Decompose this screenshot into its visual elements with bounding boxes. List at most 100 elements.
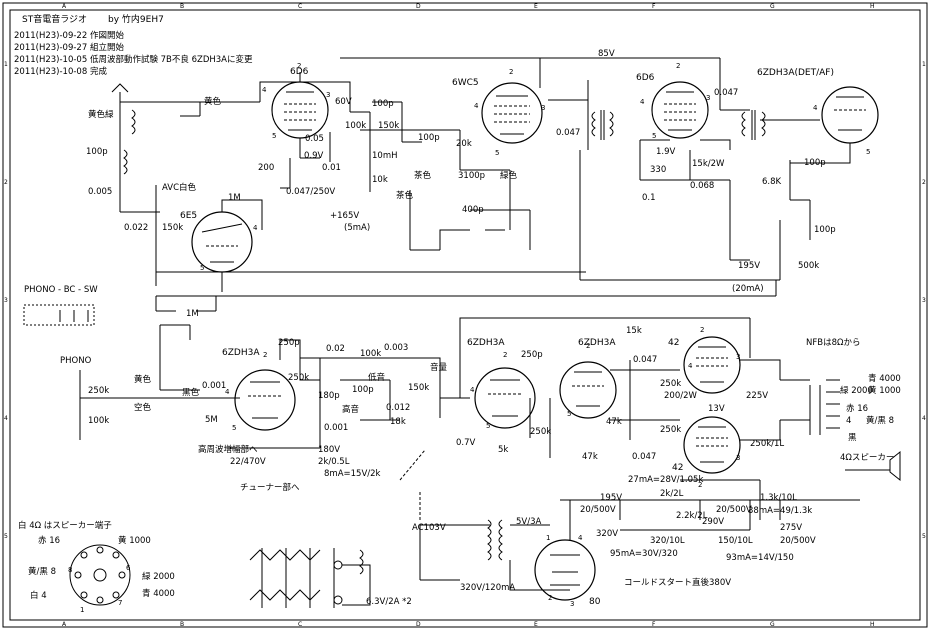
frame-row-3: 3 <box>4 297 8 304</box>
history-line: 2011(H23)-10-08 完成 <box>14 66 107 77</box>
svg-text:3: 3 <box>541 104 545 112</box>
resistor-label: 1M <box>186 309 199 319</box>
history-line: 2011(H23)-09-22 作図開始 <box>14 30 124 41</box>
resistor-label: 500k <box>798 261 819 271</box>
capacitor-label: 0.005 <box>88 187 112 197</box>
output-tap-label: 青 4000 <box>868 373 901 384</box>
tube-label: 6D6 <box>636 73 655 83</box>
svg-text:3: 3 <box>736 353 740 361</box>
resistor-label: 20k <box>456 139 472 149</box>
capacitor-label: 100p <box>418 133 440 143</box>
frame-col-b-bottom: B <box>180 621 184 628</box>
frame-col-d-bottom: D <box>416 621 421 628</box>
capacitor-label: 20/500V <box>580 505 616 515</box>
resistor-label: 2k/0.5L <box>318 457 350 467</box>
svg-text:2: 2 <box>548 594 552 602</box>
capacitor-label: 100p <box>86 147 108 157</box>
transformer-tap-label: 5V/3A <box>516 517 541 527</box>
svg-text:4: 4 <box>578 534 583 542</box>
voltage-label: 290V <box>702 517 724 527</box>
svg-text:4: 4 <box>470 386 475 394</box>
capacitor-label: 400p <box>462 205 484 215</box>
resistor-label: 250k <box>530 427 551 437</box>
terminal-label: 白 4 <box>30 590 47 601</box>
resistor-label: 250k/1L <box>750 439 784 449</box>
wire-color-label: 黄色 <box>204 96 222 107</box>
cold-start-note: コールドスタート直後380V <box>624 577 731 588</box>
terminal-label: 緑 2000 <box>142 571 175 582</box>
svg-text:3: 3 <box>736 454 740 462</box>
resistor-label: 15k/2W <box>692 159 725 169</box>
tube-label: 6ZDH3A <box>467 338 505 348</box>
title-block: ST音電音ラジオ by 竹内9EH7 2011(H23)-09-22 作図開始 … <box>14 13 253 77</box>
capacitor-label: 3100p <box>458 171 485 181</box>
terminal-label: 黄/黒 8 <box>28 566 56 577</box>
frame-row-5: 5 <box>4 533 8 540</box>
resistor-label: 330 <box>650 165 666 175</box>
current-label: 38mA=49/1.3k <box>748 506 812 516</box>
capacitor-label: 0.047 <box>632 452 656 462</box>
transformer-tap-label: 320V/120mA <box>460 583 515 593</box>
resistor-label: 100k <box>88 416 109 426</box>
tube-6wc5: 6WC5 <box>452 78 543 144</box>
frame-row-2: 2 <box>4 179 8 186</box>
svg-text:2: 2 <box>586 342 590 350</box>
svg-text:4: 4 <box>640 98 645 106</box>
tone-treble-label: 高音 <box>342 404 360 415</box>
tube-6zdh3a-det: 6ZDH3A(DET/AF) <box>757 68 879 144</box>
wiring <box>23 57 901 608</box>
wire-color-label: 緑色 <box>500 170 518 181</box>
resistor-label: 10k <box>372 175 388 185</box>
svg-text:5: 5 <box>866 148 870 156</box>
capacitor-label: 0.003 <box>384 343 408 353</box>
svg-text:5: 5 <box>567 410 571 418</box>
current-label: 93mA=14V/150 <box>726 553 794 563</box>
frame-row-2-right: 2 <box>922 179 926 186</box>
frame-col-g-bottom: G <box>770 621 775 628</box>
frame-row-5-right: 5 <box>922 533 926 540</box>
resistor-label: 320/10L <box>650 536 685 546</box>
frame-col-g: G <box>770 3 775 10</box>
frame-col-b: B <box>180 3 184 10</box>
capacitor-label: 0.1 <box>642 193 656 203</box>
volume-label: 音量 <box>430 362 448 373</box>
resistor-label: 250k <box>88 386 109 396</box>
voltage-label: +165V <box>330 211 359 221</box>
resistor-label: 18k <box>390 417 406 427</box>
schematic-title: ST音電音ラジオ <box>22 13 87 25</box>
terminal-label: 黄 1000 <box>118 535 151 546</box>
resistor-label: 150k <box>162 223 183 233</box>
resistor-label: 15k <box>626 326 642 336</box>
speaker-label: 4Ωスピーカー <box>840 453 894 463</box>
phono-input-label: PHONO <box>60 356 92 366</box>
voltage-label: 0.9V <box>304 151 324 161</box>
capacitor-label: 20/500V <box>716 505 752 515</box>
svg-text:2: 2 <box>297 62 301 70</box>
frame-col-c: C <box>298 3 302 10</box>
frame-col-f: F <box>652 3 656 10</box>
tube-label: 6WC5 <box>452 78 479 88</box>
tube-label: 42 <box>668 338 679 348</box>
wire-color-label: 茶色 <box>396 190 414 201</box>
history-line: 2011(H23)-10-05 低周波部動作試験 7B不良 6ZDH3Aに変更 <box>14 54 253 65</box>
current-label: 27mA=28V/1.05k <box>628 475 703 485</box>
svg-text:5: 5 <box>486 422 490 430</box>
svg-text:3: 3 <box>326 91 330 99</box>
svg-text:4: 4 <box>688 362 693 370</box>
tube-80-rectifier: 80 <box>534 539 601 607</box>
capacitor-label: 0.047 <box>714 88 738 98</box>
tube-label: 6ZDH3A <box>578 338 616 348</box>
output-tap-label: 赤 16 <box>846 404 868 414</box>
tube-6zdh3a-pi: 6ZDH3A <box>559 338 617 419</box>
svg-text:1: 1 <box>546 534 550 542</box>
mains-label: AC103V <box>412 523 446 533</box>
voltage-label: 225V <box>746 391 768 401</box>
svg-text:4: 4 <box>225 388 230 396</box>
inductor-label: 10mH <box>372 151 398 161</box>
svg-text:2: 2 <box>698 481 702 489</box>
capacitor-label: 20/500V <box>780 536 816 546</box>
socket-pin-number: 7 <box>118 599 122 607</box>
voltage-label: 195V <box>738 261 760 271</box>
